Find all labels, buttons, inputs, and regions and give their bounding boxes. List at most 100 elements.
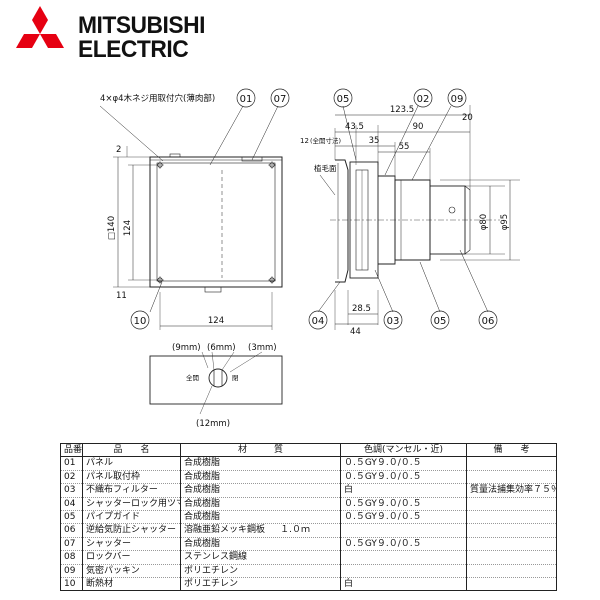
knob-detail xyxy=(149,351,283,415)
material-cell: 合成樹脂 xyxy=(180,537,341,552)
dim-43-5: 43.5 xyxy=(345,122,364,132)
part-no-cell: 07 xyxy=(60,537,83,552)
remarks-cell xyxy=(466,497,557,512)
material-text: 合成樹脂 xyxy=(184,485,221,496)
dim-20: 20 xyxy=(462,113,473,123)
material-cell: 合成樹脂 xyxy=(180,497,341,512)
remarks-cell: 質量法捕集効率７５％ xyxy=(466,483,557,498)
remarks-cell xyxy=(466,577,557,592)
part-no-cell: 06 xyxy=(60,523,83,538)
color-cell xyxy=(340,523,467,538)
part-name-cell: パネル xyxy=(82,456,181,471)
header-color: 色調(マンセル・近) xyxy=(340,443,467,458)
knob-closed-label: 閉 xyxy=(232,374,239,382)
fiber-surface-label: 植毛面 xyxy=(314,163,337,173)
front-view xyxy=(99,105,283,330)
dim-phi80: φ80 xyxy=(479,214,489,230)
dim-44: 44 xyxy=(350,327,361,337)
material-cell: ポリエチレン xyxy=(180,577,341,592)
callout-03: 03 xyxy=(387,316,400,327)
material-text: ポリエチレン xyxy=(184,579,239,590)
color-cell: ０.５GY９.０/０.５ xyxy=(340,470,467,485)
color-cell xyxy=(340,564,467,579)
remarks-cell xyxy=(466,564,557,579)
dim-phi95: φ95 xyxy=(500,214,510,230)
material-cell: 合成樹脂 xyxy=(180,483,341,498)
brand-name-line2: ELECTRIC xyxy=(78,36,189,63)
color-cell: 白 xyxy=(340,483,467,498)
color-cell: 白 xyxy=(340,577,467,592)
part-name-cell: 不織布フィルター xyxy=(82,483,181,498)
technical-drawing: 4×φ4木ネジ用取付穴(薄肉部) 01 07 05 02 09 10 04 03… xyxy=(99,88,520,429)
material-text: ポリエチレン xyxy=(184,565,239,576)
dim-width-124: 124 xyxy=(208,316,224,326)
remarks-cell xyxy=(466,550,557,565)
callout-05-top: 05 xyxy=(337,94,350,105)
front-bottom-tab xyxy=(204,286,222,293)
part-name-cell: パイプガイド xyxy=(82,510,181,525)
callout-06: 06 xyxy=(482,316,495,327)
dim-55: 55 xyxy=(399,142,410,152)
part-name-cell: シャッターロック用ツマミ xyxy=(82,497,181,512)
material-thickness: １.０ｍ xyxy=(280,525,310,536)
dim-height-140: □140 xyxy=(107,216,117,240)
material-cell: 溶融亜鉛メッキ鋼板 １.０ｍ xyxy=(180,523,341,538)
front-panel-inner xyxy=(156,162,276,282)
part-no-cell: 04 xyxy=(60,497,83,512)
material-text: 合成樹脂 xyxy=(184,458,221,469)
table-header-row: 品番 品 名 材 質 色調(マンセル・近) 備 考 xyxy=(60,443,557,458)
color-cell: ０.５GY９.０/０.５ xyxy=(340,456,467,471)
material-cell: ポリエチレン xyxy=(180,564,341,579)
material-text: 合成樹脂 xyxy=(184,538,221,549)
part-no-cell: 10 xyxy=(60,577,83,592)
color-cell: ０.５GY９.０/０.５ xyxy=(340,510,467,525)
remarks-cell xyxy=(466,456,557,471)
callout-01: 01 xyxy=(240,94,253,105)
material-cell: ステンレス鋼線 xyxy=(180,550,341,565)
header-part-no: 品番 xyxy=(60,443,83,458)
hole-note-label: 4×φ4木ネジ用取付穴(薄肉部) xyxy=(100,93,215,104)
side-view xyxy=(317,105,520,330)
callout-04: 04 xyxy=(312,316,325,327)
header-remarks: 備 考 xyxy=(466,443,557,458)
part-name-cell: シャッター xyxy=(82,537,181,552)
knob-dim-9mm: (9mm) xyxy=(172,343,201,353)
mitsubishi-logo-icon xyxy=(16,6,64,48)
callout-07: 07 xyxy=(274,94,287,105)
part-name-cell: 断熱材 xyxy=(82,577,181,592)
front-panel-outline xyxy=(149,156,283,288)
dim-123-5: 123.5 xyxy=(390,105,414,115)
part-name-cell: 気密パッキン xyxy=(82,564,181,579)
remarks-cell xyxy=(466,470,557,485)
knob-dim-6mm: (6mm) xyxy=(207,343,236,353)
knob-open-label: 全開 xyxy=(186,373,199,382)
material-cell: 合成樹脂 xyxy=(180,470,341,485)
material-text: 溶融亜鉛メッキ鋼板 xyxy=(184,525,266,536)
callout-10: 10 xyxy=(134,316,147,327)
knob-dim-3mm: (3mm) xyxy=(248,343,277,353)
remarks-cell xyxy=(466,510,557,525)
remarks-cell xyxy=(466,523,557,538)
dim-35: 35 xyxy=(369,136,380,146)
dim-12: 12 xyxy=(300,137,309,145)
color-cell: ０.５GY９.０/０.５ xyxy=(340,537,467,552)
header-material: 材 質 xyxy=(180,443,341,458)
callout-09: 09 xyxy=(451,94,464,105)
color-cell xyxy=(340,550,467,565)
material-text: ステンレス鋼線 xyxy=(184,552,248,563)
part-no-cell: 02 xyxy=(60,470,83,485)
color-cell: ０.５GY９.０/０.５ xyxy=(340,497,467,512)
dim-90: 90 xyxy=(413,122,424,132)
table-row: 04シャッターロック用ツマミ合成樹脂０.５GY９.０/０.５ xyxy=(60,497,557,512)
part-no-cell: 05 xyxy=(60,510,83,525)
material-text: 合成樹脂 xyxy=(184,471,221,482)
front-top-tab xyxy=(241,156,263,162)
